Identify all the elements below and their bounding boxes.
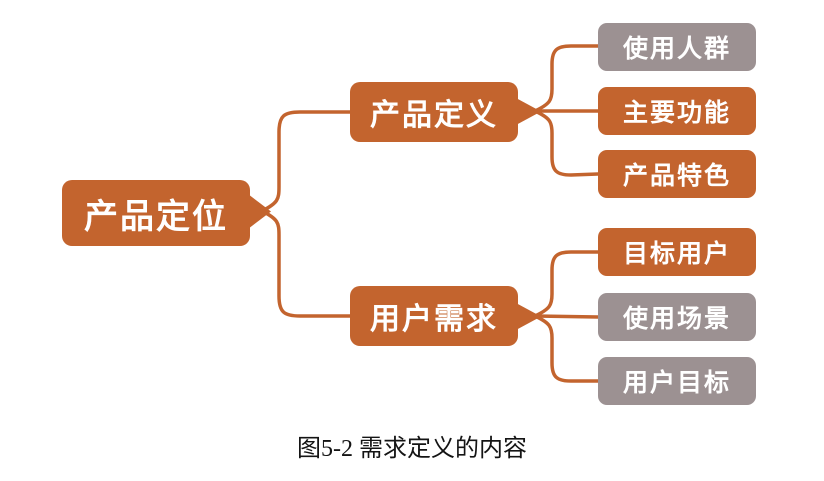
branch-1-arrow-tip-icon bbox=[516, 98, 541, 125]
connector-branch2-leaf3 bbox=[533, 314, 600, 383]
node-leaf-product-features: 产品特色 bbox=[598, 150, 756, 198]
node-leaf-usage-scenarios: 使用场景 bbox=[598, 293, 756, 341]
connector-branch1-leaf3 bbox=[533, 109, 600, 177]
node-leaf-target-users: 目标用户 bbox=[598, 228, 756, 276]
connector-root-branch-2 bbox=[260, 209, 352, 318]
node-branch-product-definition: 产品定义 bbox=[350, 82, 518, 142]
node-leaf-user-goals: 用户目标 bbox=[598, 357, 756, 405]
figure-caption: 图5-2 需求定义的内容 bbox=[297, 436, 527, 462]
connector-branch2-leaf2 bbox=[533, 314, 600, 319]
root-arrow-tip-icon bbox=[248, 194, 271, 229]
node-branch-user-needs: 用户需求 bbox=[350, 286, 518, 346]
connector-branch2-leaf1 bbox=[533, 250, 600, 318]
branch-2-arrow-tip-icon bbox=[516, 303, 541, 330]
connector-branch1-leaf1 bbox=[533, 44, 600, 113]
node-root-product-positioning: 产品定位 bbox=[62, 180, 250, 246]
node-leaf-main-functions: 主要功能 bbox=[598, 87, 756, 135]
node-leaf-user-groups: 使用人群 bbox=[598, 23, 756, 71]
connector-root-branch-1 bbox=[260, 110, 352, 213]
